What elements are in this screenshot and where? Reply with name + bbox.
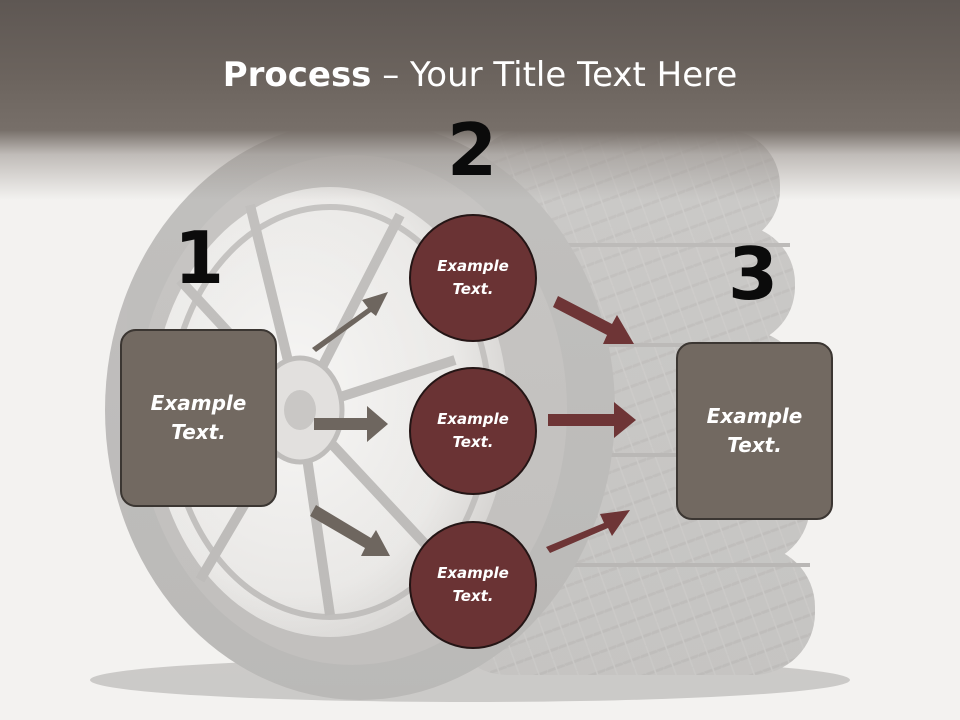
step-number-2: 2 — [446, 108, 498, 192]
circle-middle: Example Text. — [409, 367, 537, 495]
step-number-3: 3 — [727, 232, 779, 316]
arrow-up-right-grey — [312, 292, 388, 352]
arrow-right-red — [548, 402, 636, 438]
left-text-box: Example Text. — [120, 329, 277, 507]
arrow-down-right-red — [553, 296, 634, 344]
title-bar-fade — [0, 130, 960, 200]
right-text-box: Example Text. — [676, 342, 833, 520]
arrow-up-right-red — [546, 510, 630, 553]
step-number-1: 1 — [173, 216, 225, 300]
title-bold-part: Process — [222, 55, 372, 95]
circle-top: Example Text. — [409, 214, 537, 342]
arrow-right-grey — [314, 406, 388, 442]
circle-top-text: Example Text. — [437, 257, 509, 298]
circle-bottom-text: Example Text. — [437, 564, 509, 605]
circle-bottom: Example Text. — [409, 521, 537, 649]
circle-middle-text: Example Text. — [437, 410, 509, 451]
title-rest-part: – Your Title Text Here — [371, 55, 738, 95]
left-box-text: Example Text. — [150, 391, 247, 444]
slide-title: Process – Your Title Text Here — [0, 54, 960, 96]
arrow-down-right-grey — [310, 505, 390, 556]
title-bar — [0, 0, 960, 130]
right-box-text: Example Text. — [706, 404, 803, 457]
